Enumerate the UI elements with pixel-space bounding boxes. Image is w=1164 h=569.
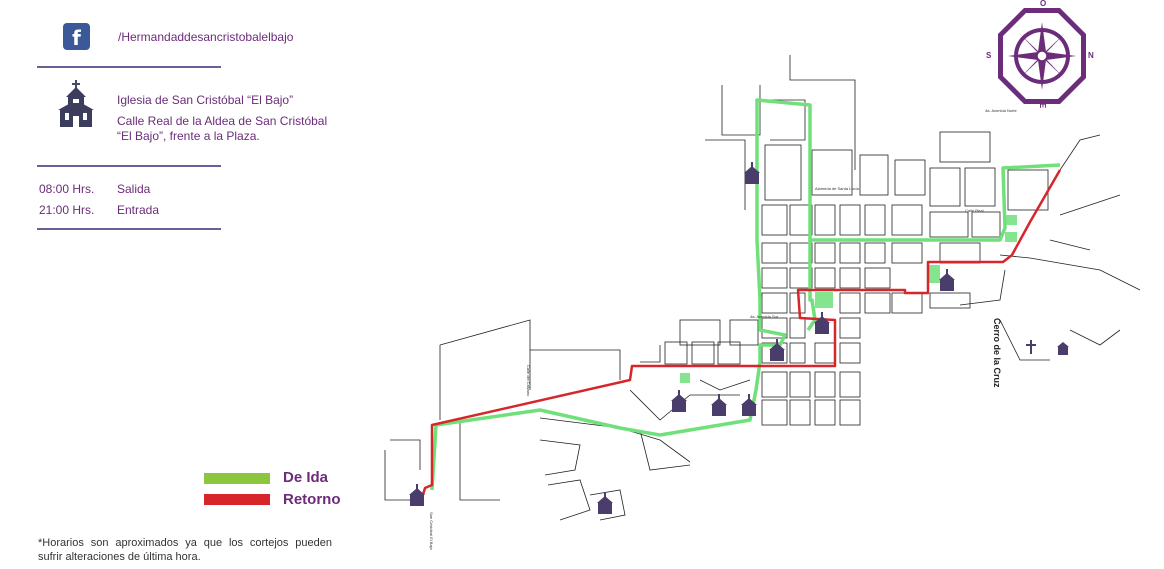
footnote: *Horarios son aproximados ya que los cor…	[38, 537, 332, 563]
church-marker-icon	[1057, 342, 1069, 355]
divider-middle	[37, 165, 221, 167]
cross-icon	[1026, 340, 1036, 354]
street-labels: 4a. Avenida Sur 4a. Avenida Norte Alamed…	[429, 108, 1018, 551]
schedule-time: 08:00 Hrs.	[39, 182, 95, 196]
street-label: Calle del Calvario	[526, 365, 531, 397]
church-address-line-1: Calle Real de la Aldea de San Cristóbal	[117, 114, 328, 128]
church-address-line-2: “El Bajo”, frente a la Plaza.	[117, 129, 260, 143]
route-retorno	[418, 169, 1062, 506]
compass-letter-e: E	[1038, 102, 1048, 109]
street-label: 4a. Avenida Sur	[750, 314, 779, 319]
street-label: Calle Real	[965, 208, 984, 213]
church-marker-icon	[671, 390, 687, 412]
church-marker-icon	[939, 269, 955, 291]
street-label: San Cristóbal El Bajo	[429, 512, 434, 551]
schedule-row-departure: 08:00 Hrs. Salida	[39, 182, 150, 196]
legend-swatch-retorno	[204, 494, 270, 505]
legend-label-ida: De Ida	[283, 469, 329, 486]
compass-rose-icon	[998, 8, 1086, 104]
street-label: Alameda de Santa Lucía	[815, 186, 860, 191]
legend-label-retorno: Retorno	[283, 491, 341, 508]
church-marker-icon	[741, 394, 757, 416]
divider-bottom	[37, 228, 221, 230]
church-name: Iglesia de San Cristóbal “El Bajo”	[117, 93, 294, 107]
compass-letter-s: S	[986, 51, 992, 60]
church-marker-icon	[409, 484, 425, 506]
church-icon	[58, 80, 94, 127]
church-marker-icon	[769, 339, 785, 361]
hill-label: Cerro de la Cruz	[992, 318, 1002, 388]
church-markers	[409, 162, 1069, 514]
street-blocks	[384, 55, 1141, 521]
facebook-handle-link[interactable]: /Hermandaddesancristobalelbajo	[118, 30, 294, 44]
schedule-label: Entrada	[117, 203, 160, 217]
church-marker-icon	[744, 162, 760, 184]
street-label: 4a. Avenida Norte	[985, 108, 1018, 113]
church-marker-icon	[597, 492, 613, 514]
compass-letter-n: N	[1088, 51, 1094, 60]
facebook-icon[interactable]: f	[63, 23, 90, 50]
church-marker-icon	[814, 312, 830, 334]
schedule-row-return: 21:00 Hrs. Entrada	[39, 203, 159, 217]
schedule-label: Salida	[117, 182, 151, 196]
church-address: Calle Real de la Aldea de San Cristóbal …	[117, 114, 357, 144]
compass-letter-o: O	[1040, 0, 1047, 8]
church-marker-icon	[711, 394, 727, 416]
divider-top	[37, 66, 221, 68]
legend-swatch-ida	[204, 473, 270, 484]
schedule-time: 21:00 Hrs.	[39, 203, 95, 217]
route-ida	[430, 98, 1061, 491]
